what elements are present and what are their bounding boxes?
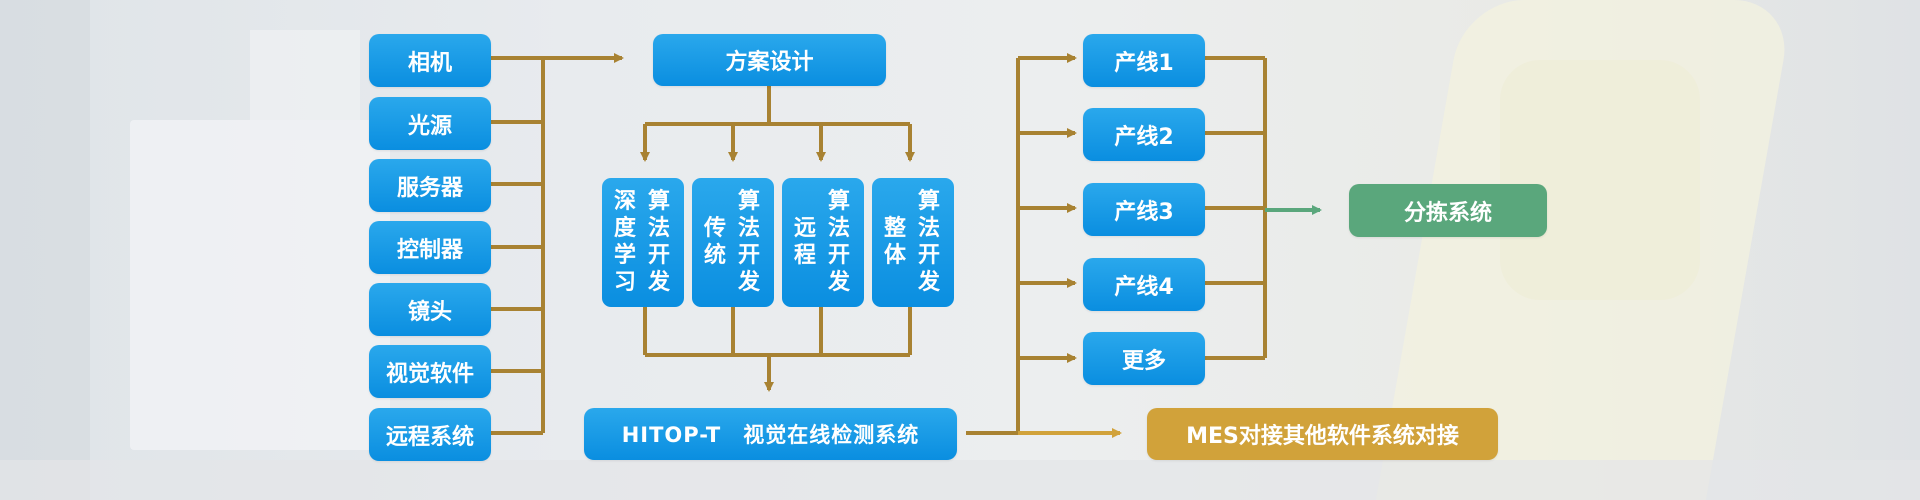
- input-server: 服务器: [369, 159, 491, 212]
- input-label: 镜头: [407, 299, 452, 325]
- line-box-more: 更多: [1083, 332, 1205, 385]
- background-left-fade: [0, 0, 90, 500]
- algo-right-text: 算法开发: [916, 188, 942, 296]
- line-box-1: 产线1: [1083, 34, 1205, 87]
- input-label: 控制器: [396, 237, 463, 263]
- background-machine-top: [250, 30, 360, 140]
- background-robot-arm-joint: [1500, 60, 1700, 300]
- algo-box-remote: 远程 算法开发: [782, 178, 864, 307]
- vertical-char: 法: [917, 216, 940, 241]
- background-machine: [130, 120, 390, 450]
- sorting-label: 分拣系统: [1403, 200, 1492, 226]
- line-label: 产线4: [1114, 274, 1174, 300]
- vertical-char: 传: [703, 216, 726, 241]
- line-label: 更多: [1121, 348, 1166, 374]
- system-box: HITOP-T 视觉在线检测系统: [584, 408, 957, 460]
- vertical-char: 算: [737, 189, 760, 214]
- line-label: 产线2: [1114, 124, 1174, 150]
- vertical-char: 发: [647, 270, 670, 295]
- vertical-char: 法: [827, 216, 850, 241]
- algo-right-text: 算法开发: [826, 188, 852, 296]
- input-controller: 控制器: [369, 221, 491, 274]
- algo-box-deep-learning: 深度学习 算法开发: [602, 178, 684, 307]
- vertical-char: 开: [917, 243, 940, 268]
- vertical-char: 度: [613, 216, 636, 241]
- vertical-char: 学: [613, 243, 636, 268]
- vertical-char: 开: [737, 243, 760, 268]
- vertical-char: 算: [917, 189, 940, 214]
- input-label: 远程系统: [385, 424, 474, 450]
- input-label: 视觉软件: [385, 361, 474, 387]
- vertical-char: 发: [737, 270, 760, 295]
- input-light-source: 光源: [369, 97, 491, 150]
- mes-label: MES对接其他软件系统对接: [1186, 424, 1459, 449]
- line-box-3: 产线3: [1083, 183, 1205, 236]
- algo-left-text: 深度学习: [612, 188, 638, 296]
- line-box-4: 产线4: [1083, 258, 1205, 311]
- vertical-char: 整: [883, 216, 906, 241]
- algo-right-text: 算法开发: [646, 188, 672, 296]
- vertical-char: 法: [647, 216, 670, 241]
- design-box: 方案设计: [653, 34, 886, 86]
- vertical-char: 深: [613, 189, 636, 214]
- design-label: 方案设计: [725, 50, 814, 75]
- algo-left-text: 传统: [702, 215, 728, 269]
- background-floor: [0, 460, 1920, 500]
- line-label: 产线1: [1114, 50, 1174, 76]
- algo-left-text: 远程: [792, 215, 818, 269]
- mes-box: MES对接其他软件系统对接: [1147, 408, 1498, 460]
- algo-box-overall: 整体 算法开发: [872, 178, 954, 307]
- input-label: 服务器: [396, 175, 463, 201]
- vertical-char: 程: [793, 243, 816, 268]
- vertical-char: 习: [613, 270, 636, 295]
- input-label: 相机: [407, 50, 452, 76]
- vertical-char: 算: [647, 189, 670, 214]
- vertical-char: 算: [827, 189, 850, 214]
- system-label: HITOP-T 视觉在线检测系统: [621, 423, 920, 447]
- line-box-2: 产线2: [1083, 108, 1205, 161]
- vertical-char: 远: [793, 216, 816, 241]
- input-label: 光源: [407, 113, 452, 139]
- vertical-char: 开: [647, 243, 670, 268]
- line-label: 产线3: [1114, 199, 1174, 225]
- input-lens: 镜头: [369, 283, 491, 336]
- vertical-char: 发: [917, 270, 940, 295]
- input-vision-software: 视觉软件: [369, 345, 491, 398]
- algo-box-traditional: 传统 算法开发: [692, 178, 774, 307]
- algo-left-text: 整体: [882, 215, 908, 269]
- vertical-char: 统: [703, 243, 726, 268]
- vertical-char: 体: [883, 243, 906, 268]
- algo-right-text: 算法开发: [736, 188, 762, 296]
- sorting-system-box: 分拣系统: [1349, 184, 1547, 237]
- vertical-char: 发: [827, 270, 850, 295]
- vertical-char: 法: [737, 216, 760, 241]
- input-remote-system: 远程系统: [369, 408, 491, 461]
- input-camera: 相机: [369, 34, 491, 87]
- vertical-char: 开: [827, 243, 850, 268]
